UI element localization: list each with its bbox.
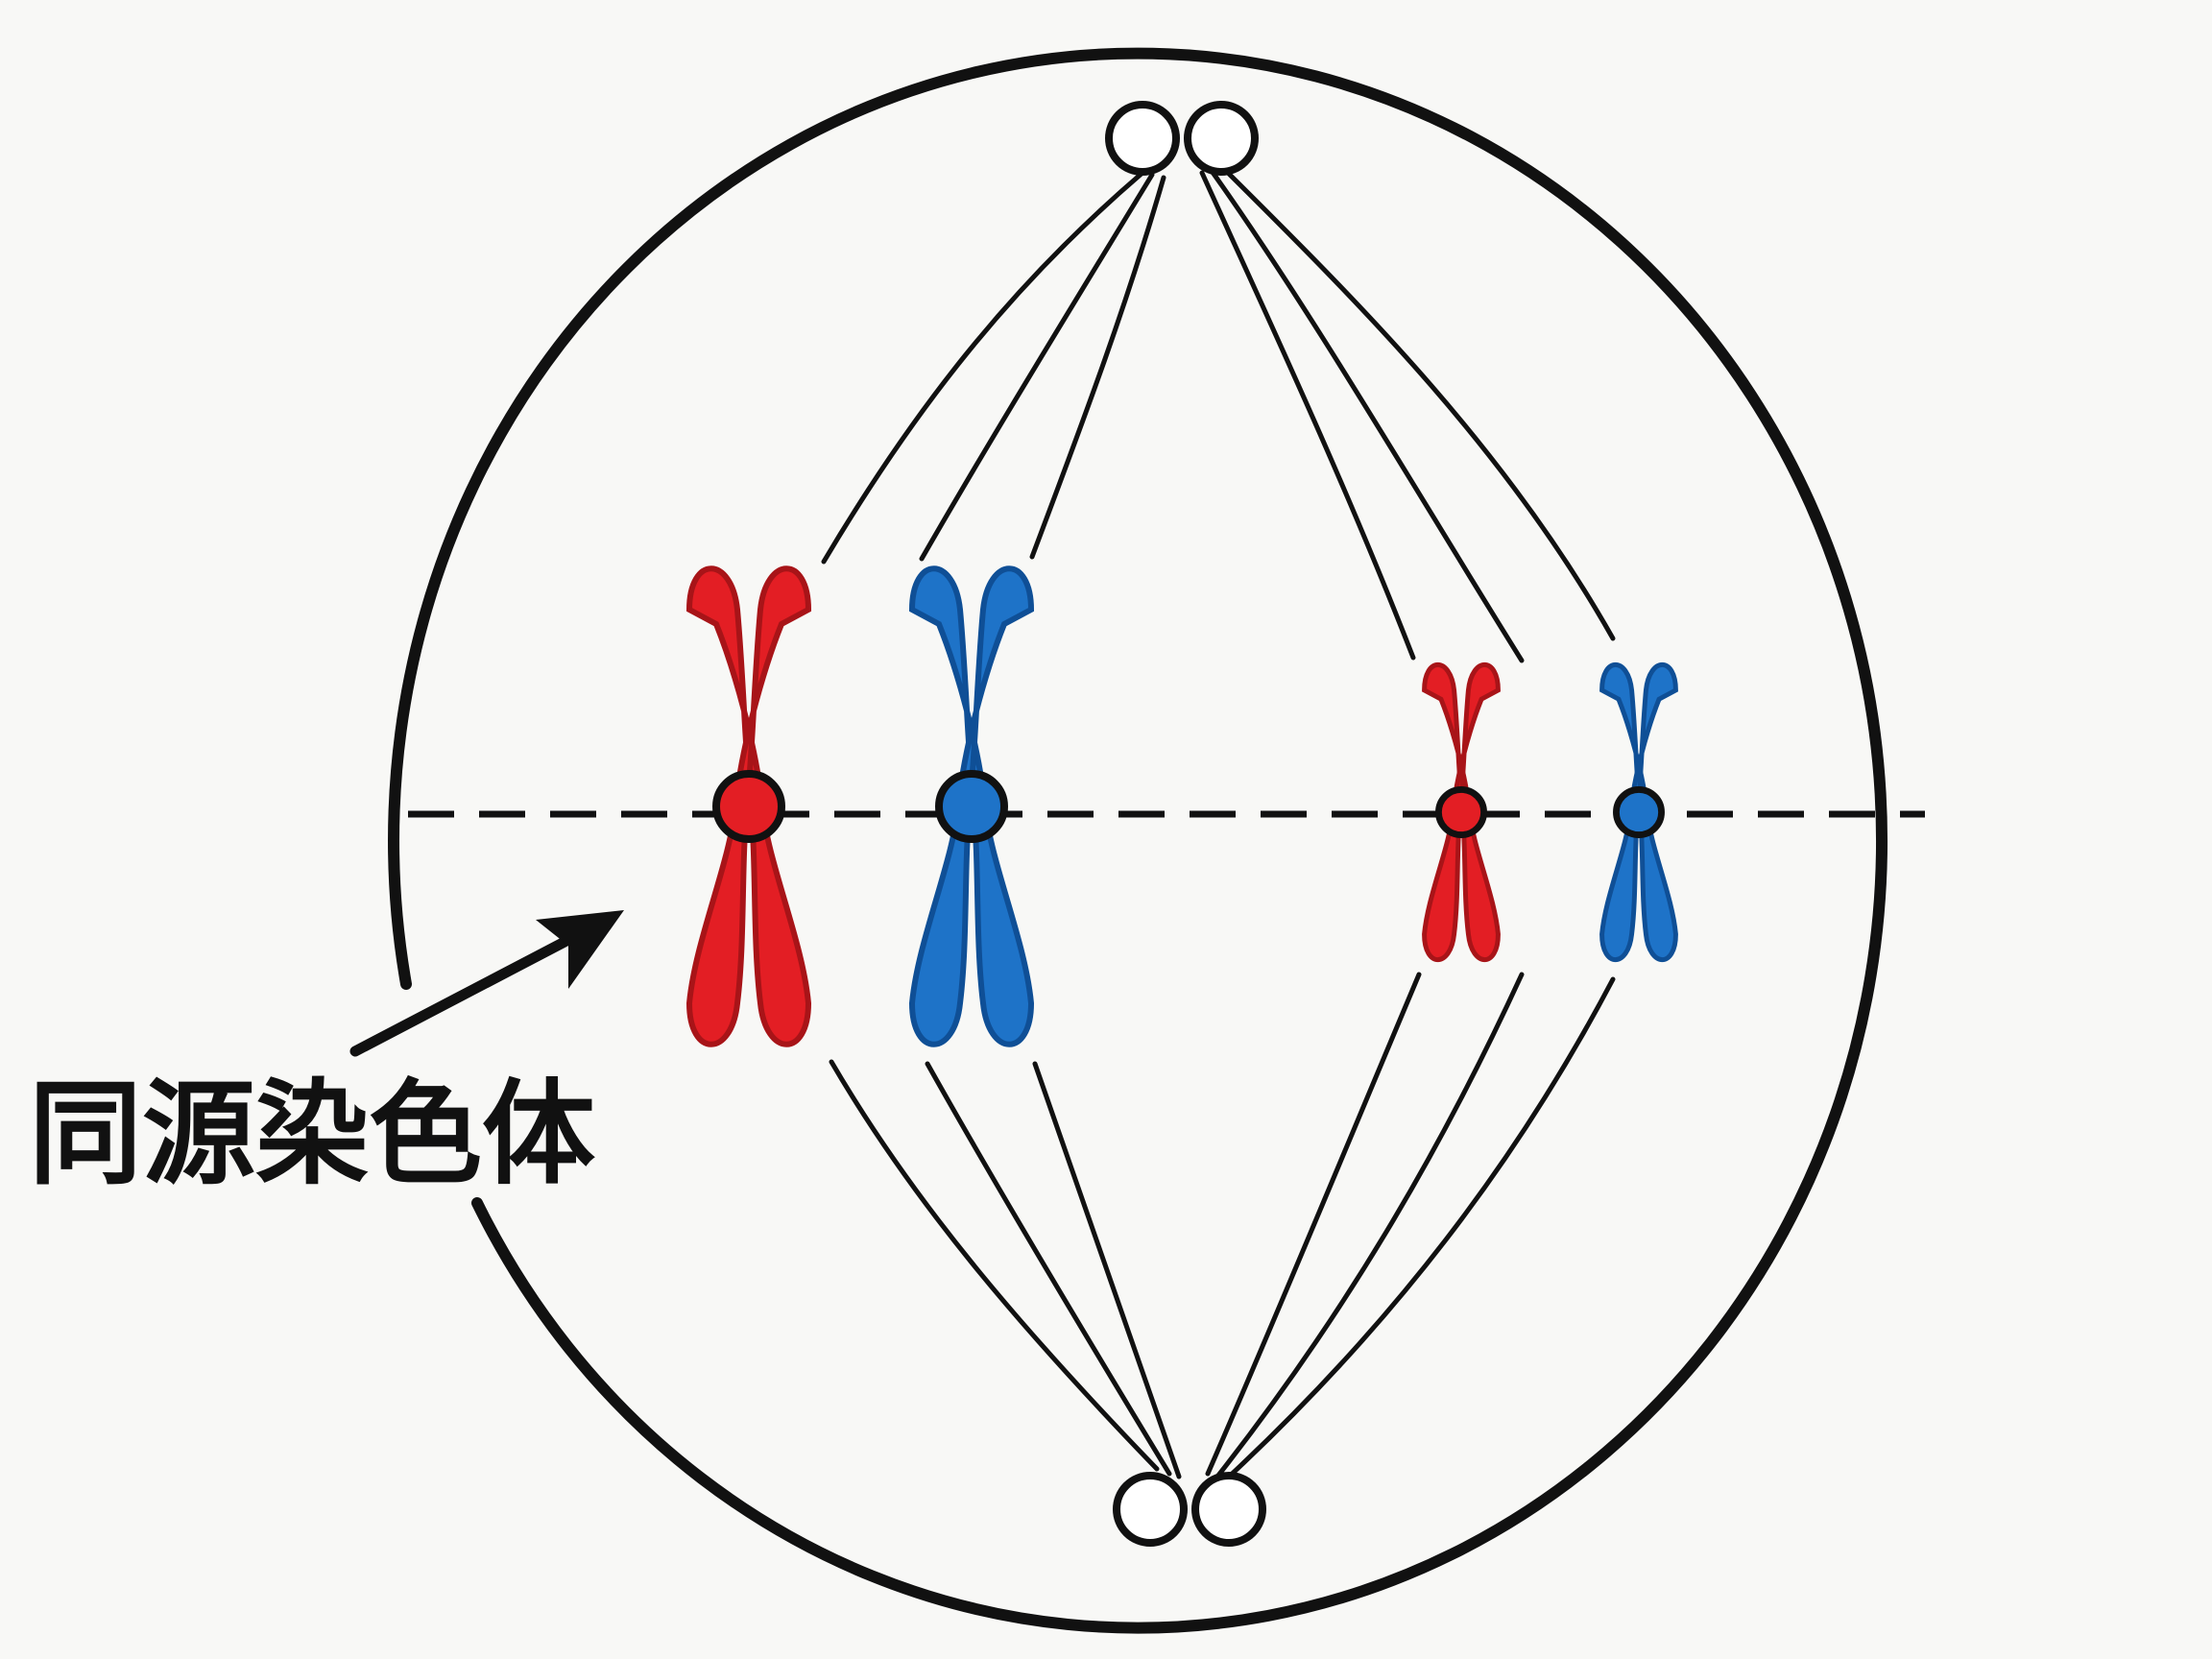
chromosome-small-blue (1602, 664, 1676, 959)
chromosome-small-red (1425, 664, 1499, 959)
centriole-pair-top (1105, 101, 1259, 176)
label-homologous-chromosomes: 同源染色体 (29, 1068, 595, 1200)
cell-membrane-upper (388, 47, 1888, 1634)
chromosome-large-blue (912, 568, 1031, 1045)
centriole-pair-bottom (1113, 1472, 1266, 1547)
pointer-arrowhead (536, 910, 624, 989)
spindle-fibers-lower (829, 972, 1616, 1481)
pointer-arrow (349, 935, 572, 1057)
centromere-small-blue (1613, 786, 1665, 838)
centromere-large-blue (935, 770, 1008, 843)
chromosome-large-red (689, 568, 808, 1045)
spindle-fibers-upper (821, 166, 1616, 663)
centromere-small-red (1435, 786, 1487, 838)
centromere-large-red (712, 770, 785, 843)
